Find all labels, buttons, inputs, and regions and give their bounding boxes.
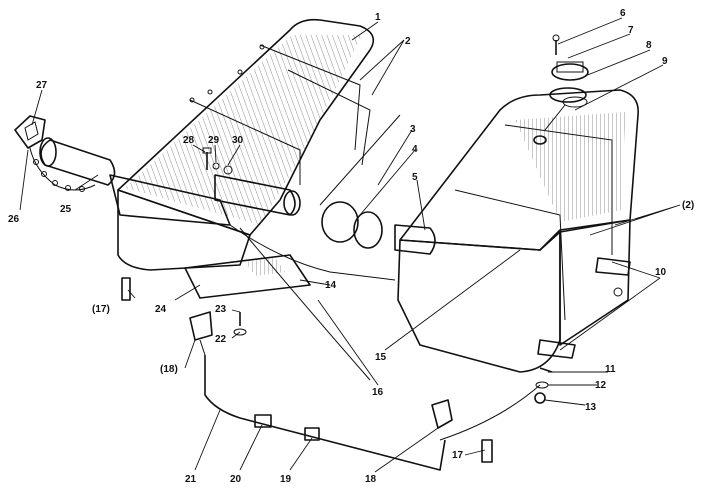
cap-chain bbox=[29, 147, 96, 192]
callout-17: 17 bbox=[452, 450, 464, 461]
fuel-lines bbox=[229, 224, 396, 381]
right-fuel-tank bbox=[397, 87, 639, 373]
callout-21: 21 bbox=[185, 474, 197, 485]
callout-2b: (2) bbox=[682, 200, 694, 211]
callout-18: 18 bbox=[365, 474, 377, 485]
callout-15: 15 bbox=[375, 352, 387, 363]
left-fuel-tank bbox=[117, 18, 375, 271]
callout-26: 26 bbox=[8, 214, 20, 225]
callout-9: 9 bbox=[662, 56, 668, 67]
callout-1: 1 bbox=[375, 12, 381, 23]
callout-30: 30 bbox=[232, 135, 244, 146]
callout-10: 10 bbox=[655, 267, 667, 278]
bolt-washer-small bbox=[233, 312, 247, 336]
callout-24: 24 bbox=[155, 304, 167, 315]
callout-28: 28 bbox=[183, 135, 195, 146]
callout-29: 29 bbox=[208, 135, 220, 146]
filler-cap bbox=[14, 115, 46, 149]
callout-4: 4 bbox=[412, 144, 418, 155]
bracket-plate bbox=[184, 254, 311, 299]
callout-2: 2 bbox=[405, 36, 411, 47]
callout-6: 6 bbox=[620, 8, 626, 19]
callout-25: 25 bbox=[60, 204, 72, 215]
callout-22: 22 bbox=[215, 334, 227, 345]
callout-17b: (17) bbox=[92, 304, 110, 315]
callout-16: 16 bbox=[372, 387, 384, 398]
callout-11: 11 bbox=[605, 364, 616, 375]
callout-labels: 1 2 (2) 3 4 5 6 7 8 9 10 11 12 13 14 15 … bbox=[8, 8, 694, 485]
callout-8: 8 bbox=[646, 40, 652, 51]
callout-7: 7 bbox=[628, 25, 634, 36]
callout-20: 20 bbox=[230, 474, 242, 485]
mounting-brackets bbox=[537, 257, 631, 359]
callout-27: 27 bbox=[36, 80, 48, 91]
callout-19: 19 bbox=[280, 474, 292, 485]
leader-lines bbox=[19, 17, 681, 473]
callout-5: 5 bbox=[412, 172, 418, 183]
callout-3: 3 bbox=[410, 124, 416, 135]
callout-14: 14 bbox=[325, 280, 337, 291]
callout-13: 13 bbox=[585, 402, 597, 413]
filler-hose bbox=[39, 137, 116, 186]
drain-plugs bbox=[121, 277, 493, 463]
callout-12: 12 bbox=[595, 380, 607, 391]
tank-filler-cap bbox=[551, 34, 589, 108]
bolt-washer-nut bbox=[534, 367, 553, 404]
fuel-pipe-assembly bbox=[189, 311, 541, 471]
callout-18b: (18) bbox=[160, 364, 178, 375]
callout-23: 23 bbox=[215, 304, 227, 315]
